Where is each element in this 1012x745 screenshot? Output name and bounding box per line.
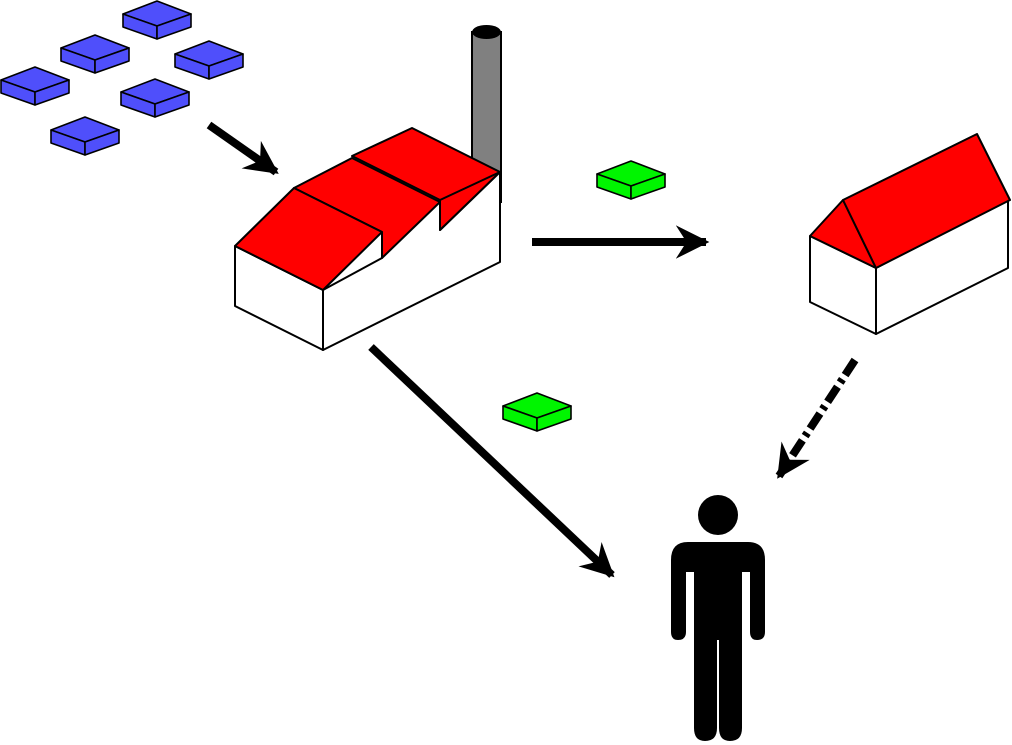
raw-material-cube-icon (60, 34, 130, 74)
product-package-icon (596, 160, 666, 200)
raw-material-cube-icon (120, 78, 190, 118)
person-icon (671, 495, 765, 741)
house-icon (809, 133, 1011, 335)
raw-material-cube-icon (0, 66, 70, 106)
arrow-factory-to-consumer (368, 344, 615, 578)
arrow-store-to-consumer (775, 357, 859, 479)
raw-material-cube-icon (122, 0, 192, 40)
arrow-raw-to-factory (206, 121, 279, 176)
product-package-icon (502, 392, 572, 432)
factory-icon (234, 25, 502, 351)
raw-material-cube-icon (174, 40, 244, 80)
raw-material-cube-icon (50, 116, 120, 156)
raw-material-cubes (0, 0, 244, 156)
